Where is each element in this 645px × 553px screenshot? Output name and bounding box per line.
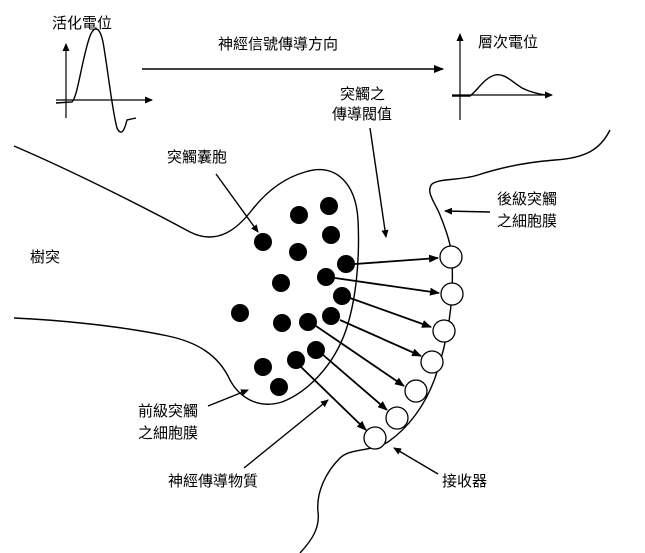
receptor xyxy=(439,245,463,269)
receptor-label: 接收器 xyxy=(442,472,487,490)
postsynaptic-membrane-pointer xyxy=(444,207,491,215)
vesicle xyxy=(273,314,291,332)
neurotransmitter-pointer xyxy=(243,399,329,469)
vesicle xyxy=(317,268,335,286)
vesicle xyxy=(322,307,340,325)
release-arrow xyxy=(299,365,367,431)
gp-waveform xyxy=(452,74,547,97)
receptor-pointer xyxy=(393,447,439,475)
release-arrow xyxy=(354,254,439,265)
presynaptic-membrane xyxy=(13,145,360,405)
presynaptic-membrane-label-line1: 前級突觸 xyxy=(138,402,198,420)
receptor xyxy=(420,350,444,374)
vesicle xyxy=(337,255,355,273)
transmission-direction-label: 神經信號傳導方向 xyxy=(218,35,338,53)
action-potential-label: 活化電位 xyxy=(52,14,112,32)
ap-waveform xyxy=(55,28,137,133)
vesicle xyxy=(254,358,272,376)
graded-potential-graph xyxy=(452,33,553,120)
release-arrow xyxy=(315,325,405,387)
action-potential-graph xyxy=(55,28,153,133)
receptor xyxy=(432,319,456,343)
release-arrow xyxy=(321,353,388,411)
vesicle xyxy=(272,274,290,292)
vesicle xyxy=(270,378,288,396)
postsynaptic-membrane-label-line2: 之細胞膜 xyxy=(497,212,557,230)
synaptic-threshold-label-line2: 傳導閥值 xyxy=(332,105,392,123)
vesicle xyxy=(289,243,307,261)
presynaptic-membrane-label-line2: 之細胞膜 xyxy=(138,424,198,442)
neurotransmitter-arrows xyxy=(299,254,440,431)
synaptic-vesicles xyxy=(231,197,355,396)
vesicle xyxy=(322,226,340,244)
receptor xyxy=(363,426,387,450)
vesicle xyxy=(287,351,305,369)
synaptic-threshold-label-line1: 突觸之 xyxy=(340,85,385,103)
receptor xyxy=(440,282,464,306)
dendrite-label: 樹突 xyxy=(30,248,60,266)
release-arrow xyxy=(349,297,432,328)
graded-potential-label: 層次電位 xyxy=(478,33,538,51)
synaptic-threshold-pointer xyxy=(369,127,389,238)
vesicle xyxy=(307,341,325,359)
vesicle xyxy=(290,206,308,224)
receptor xyxy=(385,406,409,430)
vesicle xyxy=(299,313,317,331)
release-arrow xyxy=(334,277,440,296)
receptor xyxy=(404,379,428,403)
release-arrow xyxy=(339,319,422,357)
vesicle xyxy=(254,233,272,251)
vesicle xyxy=(231,304,249,322)
synaptic-vesicle-pointer xyxy=(215,173,259,233)
presynaptic-membrane-pointer xyxy=(207,389,249,407)
synaptic-vesicle-label: 突觸囊胞 xyxy=(167,148,227,166)
vesicle xyxy=(320,197,338,215)
neurotransmitter-label: 神經傳導物質 xyxy=(168,472,258,490)
receptors xyxy=(363,245,464,450)
postsynaptic-membrane-label-line1: 後級突觸 xyxy=(497,190,557,208)
vesicle xyxy=(333,287,351,305)
